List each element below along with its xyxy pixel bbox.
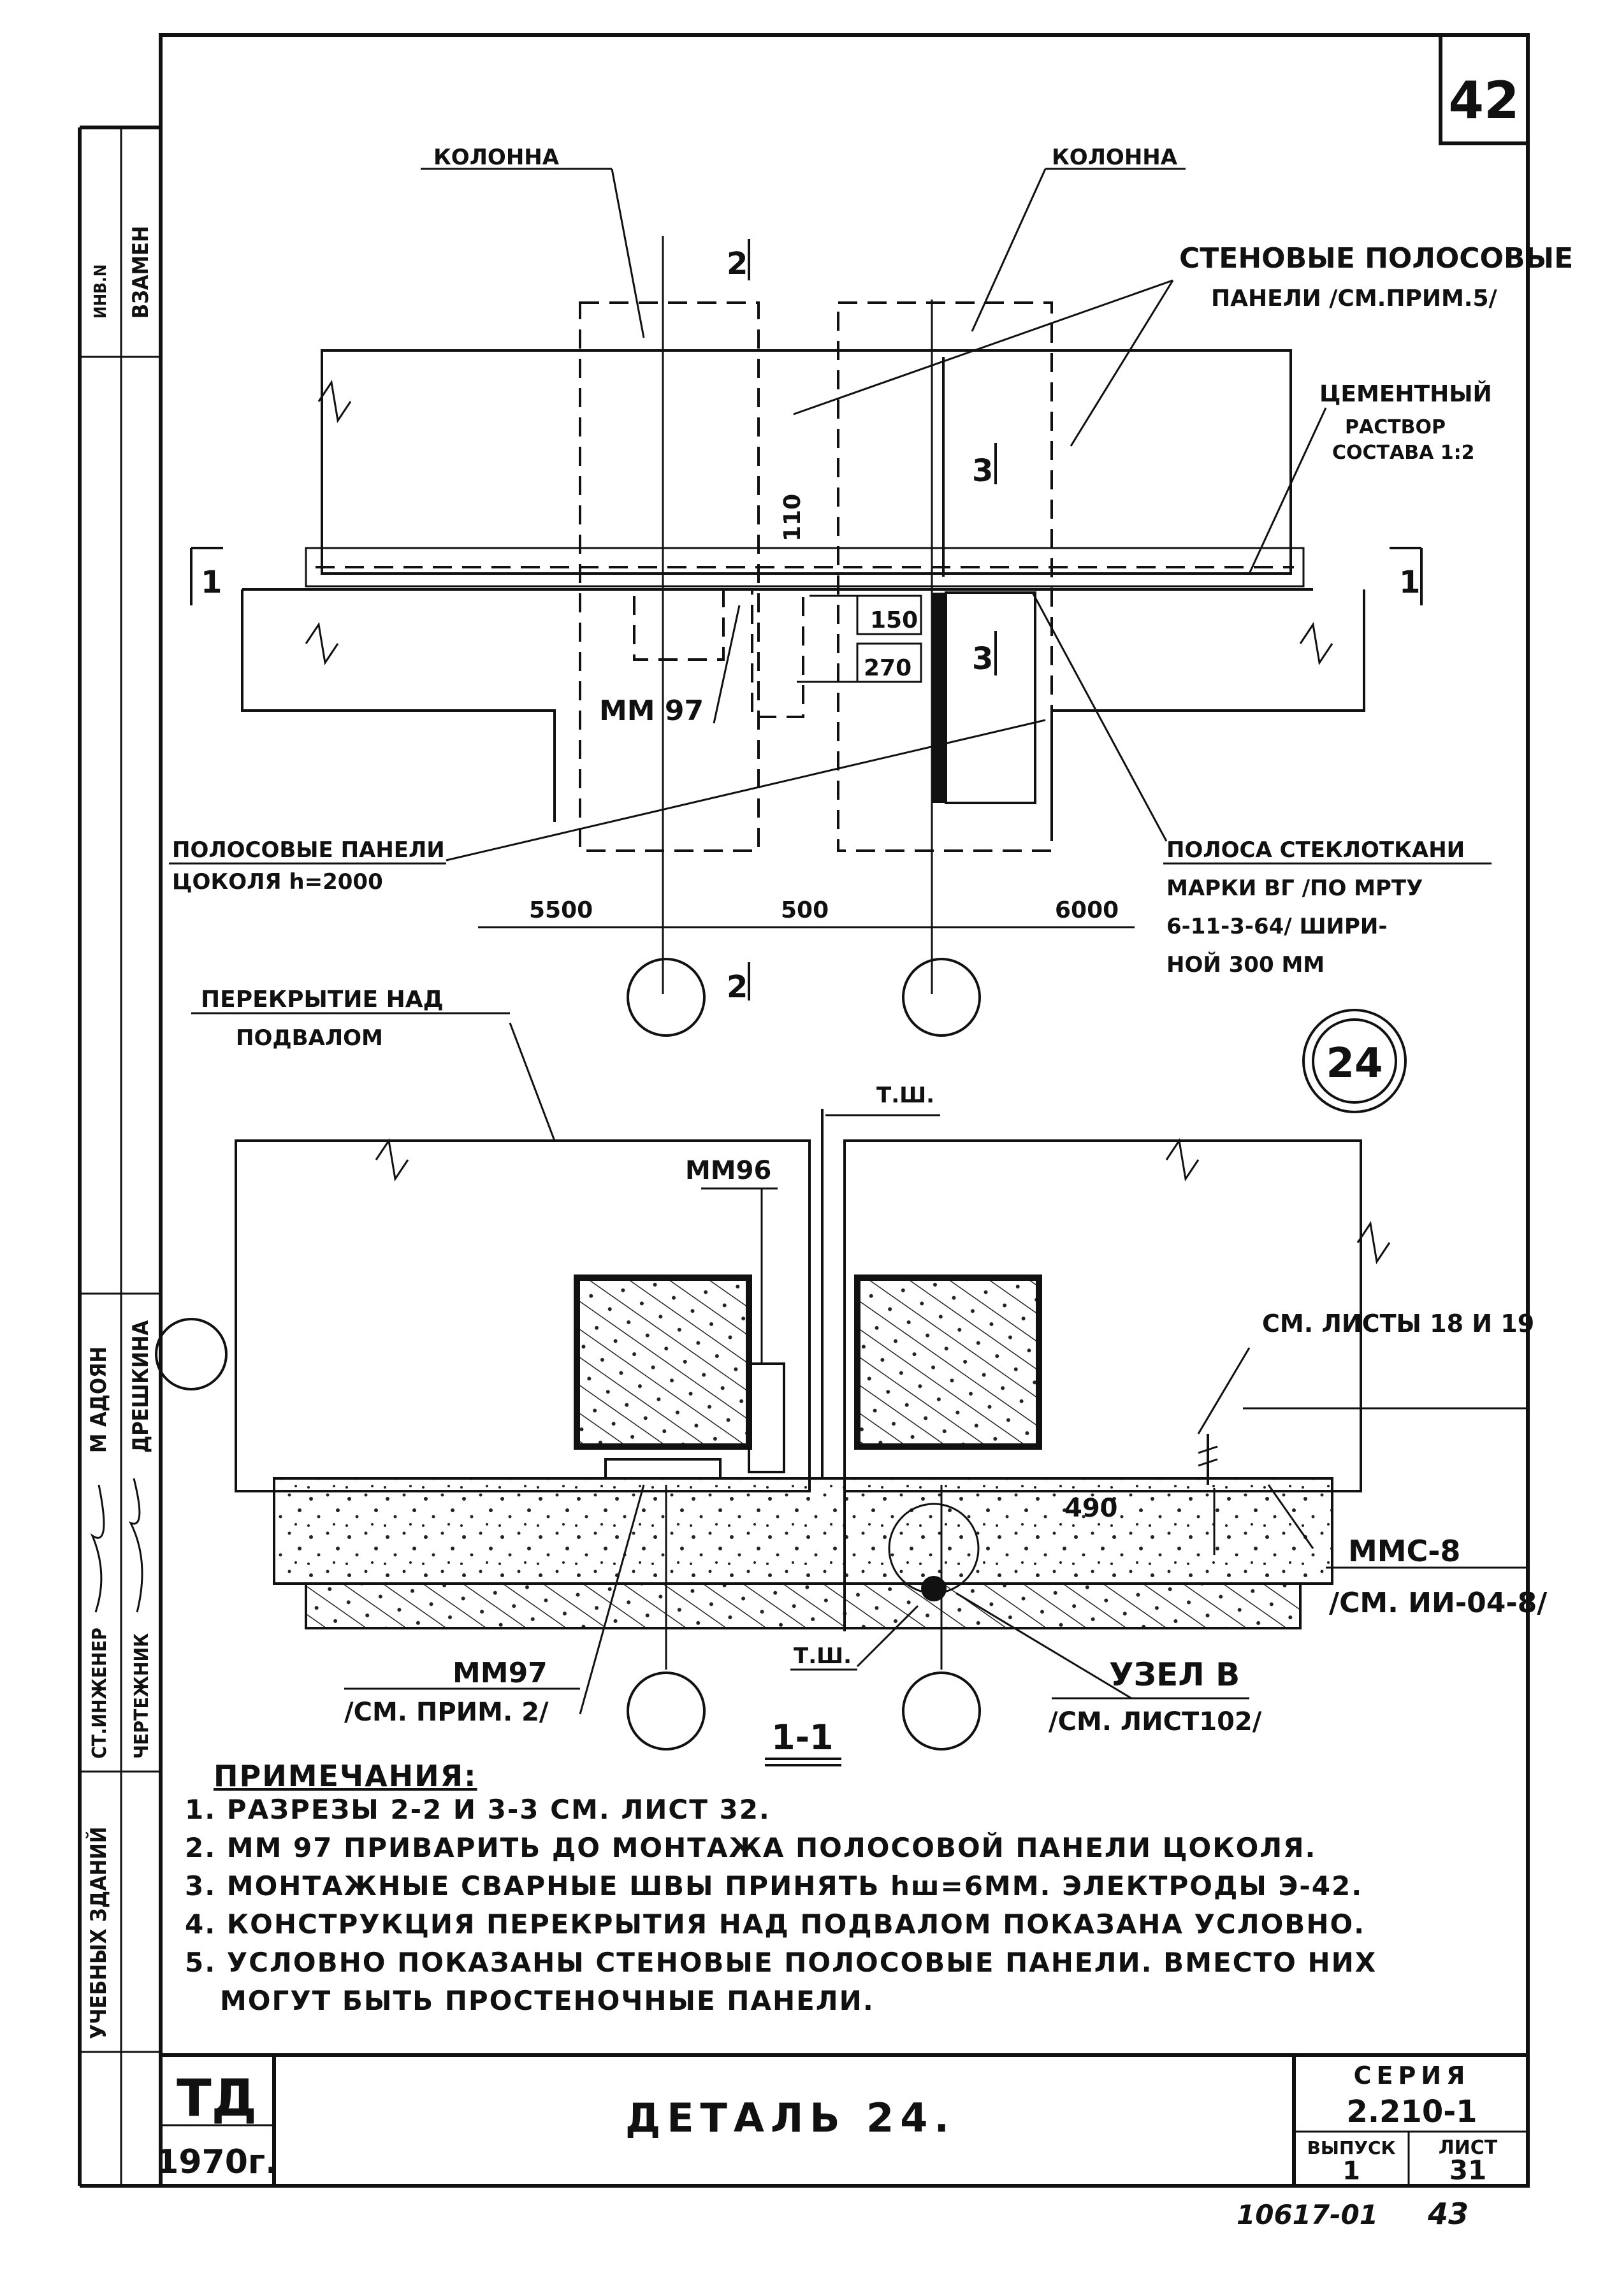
note-4: 4. КОНСТРУКЦИЯ ПЕРЕКРЫТИЯ НАД ПОДВАЛОМ П…	[185, 1909, 1366, 1940]
glass-label-1: ПОЛОСА СТЕКЛОТКАНИ	[1166, 837, 1465, 863]
draftsman-name: ДРЕШКИНА	[128, 1320, 154, 1453]
mortar-label-2: РАСТВОР	[1345, 416, 1446, 438]
archive-number: 10617-01	[1237, 2199, 1378, 2230]
draftsman-label: ЧЕРТЕЖНИК	[131, 1633, 153, 1759]
series-value: 2.210-1	[1346, 2094, 1477, 2130]
signature-marks	[90, 1478, 143, 1613]
note-3: 3. МОНТАЖНЫЕ СВАРНЫЕ ШВЫ ПРИНЯТЬ hш=6ММ.…	[185, 1870, 1363, 1902]
glass-label-4: НОЙ 300 ММ	[1166, 951, 1325, 978]
section-1-1-mark: 1-1	[771, 1717, 834, 1758]
notes-title: ПРИМЕЧАНИЯ:	[214, 1759, 477, 1793]
detail-number: 24	[1326, 1040, 1383, 1087]
plinth-label-2: ЦОКОЛЯ h=2000	[172, 869, 383, 895]
tsh-top-label: Т.Ш.	[876, 1083, 934, 1108]
section-1-right: 1	[1399, 565, 1420, 600]
dim-490: 490	[1064, 1494, 1118, 1523]
sheet-value: 31	[1449, 2155, 1486, 2186]
chief-engineer-label: СТ.ИНЖЕНЕР	[89, 1628, 111, 1759]
engineer-name: М АДОЯН	[86, 1347, 112, 1453]
column-right-label: КОЛОННА	[1052, 145, 1178, 170]
org-code: ТД	[177, 2069, 257, 2128]
see-sheets-label: СМ. ЛИСТЫ 18 И 19	[1262, 1310, 1534, 1338]
dim-5500: 5500	[529, 897, 593, 923]
dim-270: 270	[864, 655, 911, 681]
dim-6000: 6000	[1055, 897, 1119, 923]
plan-view: КОЛОННА КОЛОННА СТЕНОВЫЕ ПОЛОСОВЫЕ ПАНЕЛ…	[169, 145, 1573, 1037]
mm97-plan-label: ММ 97	[599, 695, 704, 727]
note-2: 2. ММ 97 ПРИВАРИТЬ ДО МОНТАЖА ПОЛОСОВОЙ …	[185, 1832, 1317, 1863]
mmc8-label-2: /СМ. ИИ-04-8/	[1329, 1587, 1548, 1619]
dim-110: 110	[780, 494, 806, 542]
slab-label-2: ПОДВАЛОМ	[236, 1025, 383, 1051]
page-number: 43	[1427, 2197, 1469, 2231]
sheet-label: ЛИСТ	[1439, 2137, 1498, 2159]
wall-panels-label-1: СТЕНОВЫЕ ПОЛОСОВЫЕ	[1179, 242, 1573, 275]
mm97-section-label-2: /СМ. ПРИМ. 2/	[344, 1698, 549, 1727]
tsh-bottom-label: Т.Ш.	[794, 1643, 852, 1669]
replacement-label: ВЗАМЕН	[128, 226, 154, 319]
slab-label-1: ПЕРЕКРЫТИЕ НАД	[201, 986, 444, 1013]
note-5: 5. УСЛОВНО ПОКАЗАНЫ СТЕНОВЫЕ ПОЛОСОВЫЕ П…	[185, 1947, 1377, 1978]
issue-value: 1	[1342, 2156, 1360, 2186]
note-5-continued: МОГУТ БЫТЬ ПРОСТЕНОЧНЫЕ ПАНЕЛИ.	[220, 1985, 875, 2016]
section-2-top: 2	[727, 246, 748, 282]
issue-label: ВЫПУСК	[1307, 2137, 1396, 2158]
note-1: 1. РАЗРЕЗЫ 2-2 И 3-3 СМ. ЛИСТ 32.	[185, 1794, 771, 1825]
mmc8-label-1: ММС-8	[1348, 1534, 1460, 1568]
dim-150: 150	[870, 607, 918, 633]
drawing-title: ДЕТАЛЬ 24.	[625, 2095, 955, 2141]
building-type-label: УЧЕБНЫХ ЗДАНИЙ	[85, 1827, 112, 2040]
series-label: СЕРИЯ	[1354, 2061, 1470, 2090]
section-3-bottom: 3	[972, 641, 993, 677]
section-2-bottom: 2	[727, 969, 748, 1005]
section-3-top: 3	[972, 453, 993, 489]
mm97-section-label-1: ММ97	[453, 1657, 548, 1689]
column-left-label: КОЛОННА	[433, 145, 560, 170]
mm96-label: ММ96	[685, 1156, 771, 1185]
inventory-label: ИНВ.N	[91, 264, 110, 319]
year: 1970г.	[156, 2143, 278, 2181]
node-label-1: УЗЕЛ В	[1109, 1656, 1240, 1693]
side-labels: ИНВ.N ВЗАМЕН СТ.ИНЖЕНЕР ЧЕРТЕЖНИК М АДОЯ…	[85, 226, 154, 2039]
section-1-left: 1	[201, 565, 222, 600]
title-block: ТД 1970г. ДЕТАЛЬ 24. СЕРИЯ 2.210-1 ВЫПУС…	[156, 2053, 1528, 2231]
mortar-label-1: ЦЕМЕНТНЫЙ	[1319, 380, 1492, 407]
sheet-frame: 42	[78, 33, 1530, 2188]
dim-500: 500	[781, 897, 829, 923]
glass-label-2: МАРКИ ВГ /ПО МРТУ	[1166, 876, 1423, 901]
wall-panels-label-2: ПАНЕЛИ /СМ.ПРИМ.5/	[1211, 285, 1498, 312]
section-view: ПЕРЕКРЫТИЕ НАД ПОДВАЛОМ 24 Т.Ш. ММ96 СМ.…	[155, 986, 1548, 1766]
corner-sheet-number: 42	[1448, 71, 1519, 130]
glass-label-3: 6-11-3-64/ ШИРИ-	[1166, 914, 1387, 939]
node-label-2: /СМ. ЛИСТ102/	[1049, 1707, 1262, 1736]
plinth-label-1: ПОЛОСОВЫЕ ПАНЕЛИ	[172, 837, 445, 863]
mortar-label-3: СОСТАВА 1:2	[1332, 442, 1475, 464]
